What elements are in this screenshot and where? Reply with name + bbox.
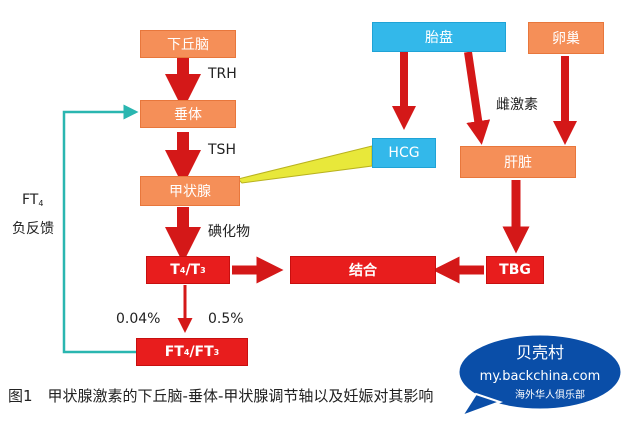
hcg-to-thyroid-wedge <box>237 145 373 184</box>
t4-subscript: 4 <box>179 265 186 275</box>
feedback-ft-text: FT <box>22 192 39 208</box>
binding-label: 结合 <box>349 263 377 279</box>
arrow-placenta-to-liver <box>464 51 491 145</box>
tsh-label: TSH <box>208 142 236 158</box>
pituitary-label: 垂体 <box>174 107 202 123</box>
liver-label: 肝脏 <box>504 155 532 171</box>
t3-subscript: 3 <box>200 265 206 275</box>
ovary-node: 卵巢 <box>528 22 604 54</box>
ft4-subscript: 4 <box>183 347 190 357</box>
thyroid-label: 甲状腺 <box>169 184 211 200</box>
ft3-label: /FT <box>189 344 214 360</box>
feedback-text-label: 负反馈 <box>12 221 54 237</box>
tbg-node: TBG <box>486 256 544 284</box>
watermark-url: my.backchina.com <box>480 369 601 384</box>
pct-right-label: 0.5% <box>208 311 244 327</box>
binding-node: 结合 <box>290 256 436 284</box>
watermark-slogan: 海外华人俱乐部 <box>515 388 585 401</box>
liver-node: 肝脏 <box>460 146 576 178</box>
placenta-label: 胎盘 <box>425 30 453 46</box>
feedback-subscript: 4 <box>38 199 44 208</box>
hypothalamus-node: 下丘脑 <box>140 30 236 58</box>
feedback-ft-label: FT4 <box>22 192 43 208</box>
trh-label: TRH <box>208 66 237 82</box>
t3-label: /T <box>185 262 201 278</box>
t4-label: T <box>170 262 180 278</box>
pituitary-node: 垂体 <box>140 100 236 128</box>
iodide-label: 碘化物 <box>208 224 250 240</box>
feedback-loop-line <box>62 104 139 354</box>
watermark-logo: 贝壳村 my.backchina.com 海外华人俱乐部 <box>456 332 624 418</box>
ft3-subscript: 3 <box>213 347 220 357</box>
hcg-label: HCG <box>388 145 420 161</box>
ovary-label: 卵巢 <box>552 31 580 47</box>
figure-caption: 图1 甲状腺激素的下丘脑-垂体-甲状腺调节轴以及妊娠对其影响 <box>8 387 434 405</box>
tbg-label: TBG <box>499 262 531 278</box>
hypothalamus-label: 下丘脑 <box>167 37 209 53</box>
ft4-label: FT <box>164 344 184 360</box>
pct-left-label: 0.04% <box>116 311 161 327</box>
thyroid-node: 甲状腺 <box>140 176 240 206</box>
watermark-title: 贝壳村 <box>516 343 564 362</box>
hcg-node: HCG <box>372 138 436 168</box>
placenta-node: 胎盘 <box>372 22 506 52</box>
estrogen-label: 雌激素 <box>496 97 538 113</box>
